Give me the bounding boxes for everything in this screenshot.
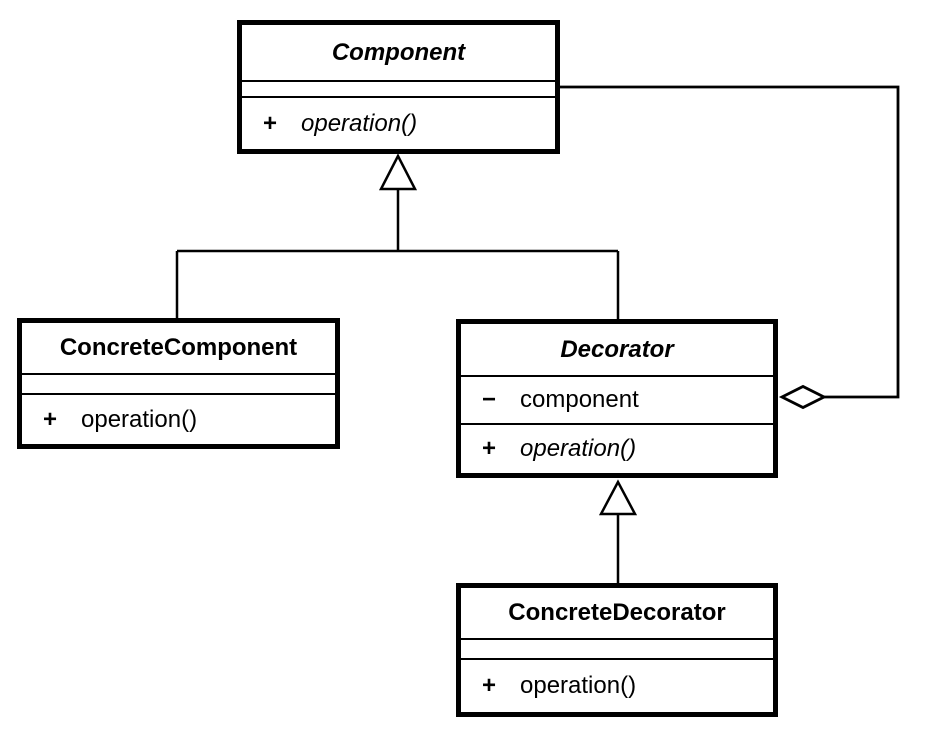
- method-row-decorator-operation: + operation(): [461, 437, 636, 461]
- method-row-concrete-component-operation: + operation(): [22, 405, 198, 433]
- visibility-sign: +: [482, 435, 497, 462]
- class-concrete-decorator: ConcreteDecorator + operation(): [456, 583, 778, 717]
- class-name-decorator: Decorator: [461, 324, 773, 377]
- attributes-compartment-concrete-decorator: [461, 640, 773, 660]
- attributes-compartment-component: [242, 82, 555, 98]
- methods-compartment-concrete-component: + operation(): [22, 395, 335, 444]
- aggregation-connector-decorator-component: [556, 85, 900, 399]
- visibility-sign: +: [482, 672, 497, 699]
- attribute-row-decorator-component: − component: [461, 388, 639, 412]
- generalization-triangle-decorator: [598, 479, 638, 516]
- class-name-component: Component: [242, 25, 555, 82]
- generalization-connector-to-component: [175, 188, 620, 323]
- methods-compartment-decorator: + operation(): [461, 425, 773, 473]
- class-name-concrete-component: ConcreteComponent: [22, 323, 335, 375]
- methods-compartment-concrete-decorator: + operation(): [461, 660, 773, 712]
- class-component: Component + operation(): [237, 20, 560, 154]
- method-name: operation(): [301, 109, 418, 137]
- aggregation-diamond: [778, 384, 828, 410]
- visibility-sign: −: [482, 386, 497, 413]
- method-name: operation(): [520, 435, 637, 462]
- attributes-compartment-decorator: − component: [461, 377, 773, 425]
- method-row-concrete-decorator-operation: + operation(): [461, 674, 636, 698]
- class-decorator: Decorator − component + operation(): [456, 319, 778, 478]
- class-concrete-component: ConcreteComponent + operation(): [17, 318, 340, 449]
- visibility-sign: +: [263, 109, 278, 137]
- method-row-component-operation: + operation(): [242, 109, 418, 137]
- attribute-name: component: [520, 386, 639, 413]
- attributes-compartment-concrete-component: [22, 375, 335, 395]
- generalization-triangle-component: [378, 153, 418, 191]
- visibility-sign: +: [43, 405, 58, 433]
- method-name: operation(): [81, 405, 198, 433]
- method-name: operation(): [520, 672, 637, 699]
- methods-compartment-component: + operation(): [242, 98, 555, 149]
- class-name-concrete-decorator: ConcreteDecorator: [461, 588, 773, 640]
